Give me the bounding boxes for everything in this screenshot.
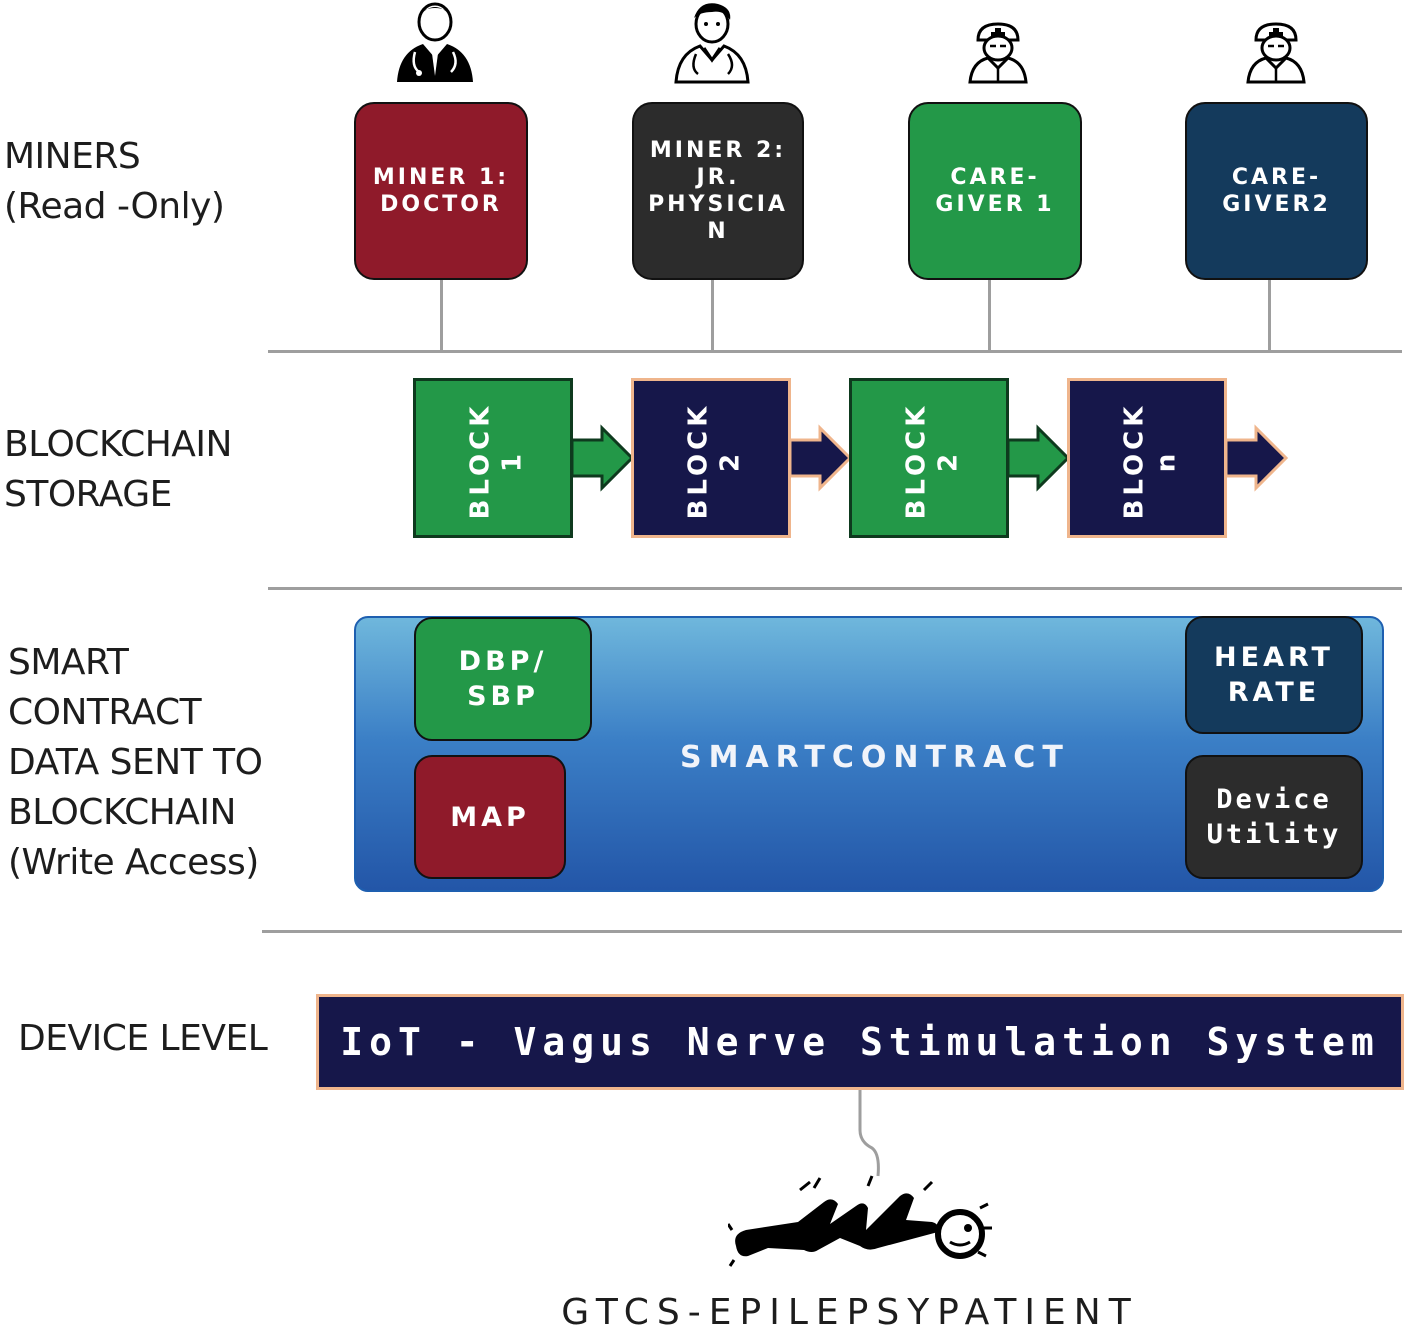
row-label-device: DEVICE LEVEL — [18, 1014, 268, 1064]
divider-miners — [268, 350, 1402, 353]
row-label-line: (Write Access) — [8, 842, 259, 883]
block-label: BLOCK 1 — [464, 402, 527, 520]
block-label: BLOCK 2 — [682, 402, 745, 520]
miner-1-doctor: MINER 1: DOCTOR — [354, 102, 528, 280]
row-label-line: DATA SENT TO — [8, 742, 263, 783]
row-label-line: STORAGE — [4, 474, 172, 515]
block-arrows — [570, 424, 1289, 492]
row-label-line: (Read -Only) — [4, 186, 225, 227]
block-label: BLOCK 2 — [900, 402, 963, 520]
nurse-icon — [1246, 22, 1306, 84]
block-n: BLOCK n — [1067, 378, 1227, 538]
row-label-line: MINERS — [4, 136, 141, 177]
arrow-block-3 — [1006, 424, 1071, 492]
device-utility-box: Device Utility — [1185, 755, 1363, 879]
arrow-block-1 — [570, 424, 635, 492]
row-label-line: SMART — [8, 642, 129, 683]
heart-rate-box: HEART RATE — [1185, 616, 1363, 734]
connector-caregiver-1 — [988, 280, 991, 350]
iot-vns-system-bar: IoT - Vagus Nerve Stimulation System — [316, 994, 1404, 1090]
iot-vns-system-title: IoT - Vagus Nerve Stimulation System — [340, 1020, 1380, 1064]
divider-smart-contract — [262, 930, 1402, 933]
caregiver-1: CARE- GIVER 1 — [908, 102, 1082, 280]
map-box: MAP — [414, 755, 566, 879]
smart-contract-title: SMARTCONTRACT — [680, 740, 1070, 775]
nurse-icon — [968, 22, 1028, 84]
dbp-sbp-box: DBP/ SBP — [414, 617, 592, 741]
patient-cable — [858, 1090, 880, 1177]
row-label-storage: BLOCKCHAIN STORAGE — [4, 420, 232, 520]
row-label-line: DEVICE LEVEL — [18, 1018, 268, 1059]
caregiver-2: CARE- GIVER2 — [1185, 102, 1368, 280]
seizure-patient-icon — [728, 1175, 992, 1267]
connector-miner-1 — [440, 280, 443, 350]
miner-2-jr-physician: MINER 2: JR. PHYSICIA N — [632, 102, 804, 280]
block-1: BLOCK 1 — [413, 378, 573, 538]
block-label: BLOCK n — [1118, 402, 1181, 520]
connector-caregiver-2 — [1268, 280, 1271, 350]
row-label-line: CONTRACT — [8, 692, 202, 733]
row-label-line: BLOCKCHAIN — [4, 424, 232, 465]
doctor-icon — [397, 2, 473, 82]
connector-miner-2 — [711, 280, 714, 350]
arrow-block-2 — [788, 424, 853, 492]
block-2: BLOCK 2 — [631, 378, 791, 538]
arrow-block-n — [1224, 424, 1289, 492]
physician-icon — [674, 3, 750, 84]
patient-label: GTCS-EPILEPSYPATIENT — [561, 1292, 1139, 1333]
row-label-smart-contract: SMART CONTRACT DATA SENT TO BLOCKCHAIN (… — [8, 638, 263, 888]
divider-storage — [268, 587, 1402, 590]
row-label-miners: MINERS (Read -Only) — [4, 132, 225, 232]
row-label-line: BLOCKCHAIN — [8, 792, 236, 833]
block-3: BLOCK 2 — [849, 378, 1009, 538]
